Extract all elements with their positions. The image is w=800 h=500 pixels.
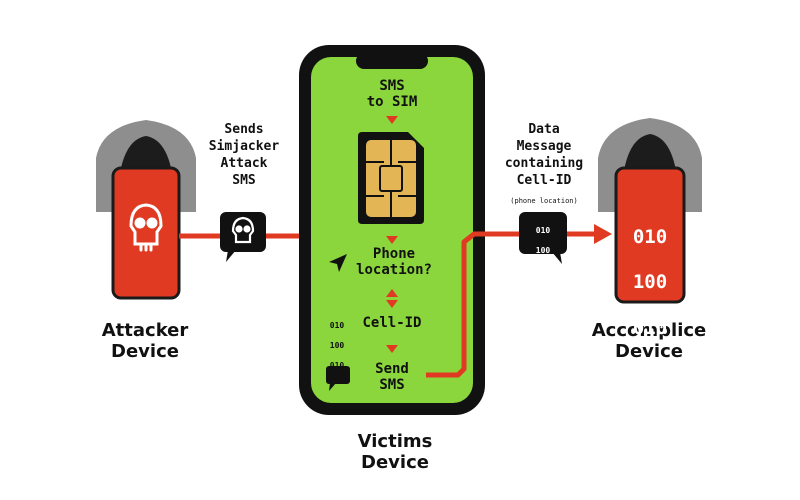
left-message-text: Sends Simjacker Attack SMS	[208, 122, 280, 189]
location-arrow-icon	[329, 254, 347, 272]
sim-card-icon	[358, 132, 424, 224]
attacker-device-label: Attacker Device	[101, 320, 189, 362]
step-cell-id: Cell-ID	[362, 315, 422, 331]
step-arrow-up	[386, 289, 398, 297]
accomplice-device-label: Accomplice Device	[591, 320, 707, 362]
step-cell-id-code: 010 100 010	[329, 321, 345, 370]
data-bubble-right	[519, 212, 567, 264]
skull-icon	[231, 216, 255, 244]
step-phone-location: Phone location?	[356, 246, 432, 279]
victim-device-label: Victims Device	[357, 431, 433, 473]
bubble-binary-code: 010 100 010	[535, 226, 551, 275]
sms-bubble-left	[220, 212, 266, 262]
attacker-figure	[96, 120, 196, 300]
step-sms-to-sim: SMS to SIM	[366, 78, 418, 111]
skull-icon	[129, 203, 163, 252]
victim-phone	[299, 45, 485, 415]
step-arrow-down	[386, 116, 398, 124]
accomplice-phone	[614, 166, 686, 304]
step-arrow-down	[386, 236, 398, 244]
victim-phone-screen	[311, 57, 473, 403]
accomplice-figure	[598, 118, 702, 304]
right-message-text: Data Message containing Cell-ID	[504, 122, 584, 189]
accomplice-screen-code: 010 100 010	[632, 225, 668, 339]
phone-notch	[356, 53, 428, 69]
step-arrow-down	[386, 345, 398, 353]
message-icon	[326, 366, 350, 391]
right-message-note: (phone location)	[510, 197, 578, 205]
attacker-phone	[111, 166, 181, 300]
step-arrow-down	[386, 300, 398, 308]
step-send-sms: Send SMS	[375, 361, 409, 394]
exfiltration-arrow	[426, 224, 612, 378]
